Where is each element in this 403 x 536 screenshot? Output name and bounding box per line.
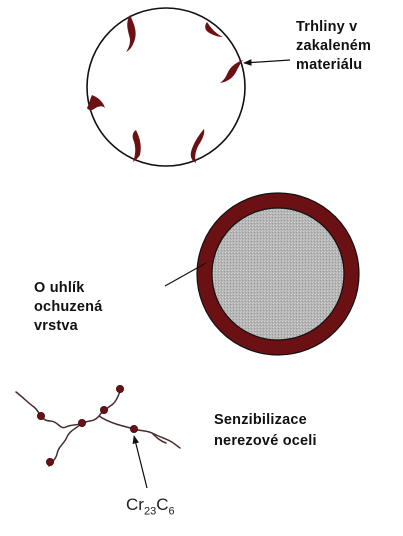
cracked-material-figure	[87, 8, 290, 166]
carbide-pointer-arrow	[134, 436, 147, 488]
decarburized-layer-label: O uhlík ochuzená vrstva	[34, 279, 102, 336]
carbide-particle	[37, 412, 44, 419]
decarburized-layer-figure	[165, 193, 359, 355]
decarburized-label-line-2: ochuzená	[34, 298, 102, 317]
sensitization-figure	[16, 389, 180, 466]
cracks-label-line-1: Trhliny v	[296, 18, 371, 37]
cracks-pointer-arrow	[244, 60, 290, 63]
cracks-label: Trhliny v zakaleném materiálu	[296, 18, 371, 75]
carbide-particle	[116, 385, 123, 392]
grain-boundary-right	[99, 416, 180, 448]
formula-subscript-23: 23	[144, 505, 156, 517]
sensitization-label-line-2: nerezové oceli	[214, 431, 317, 452]
cracks-label-line-2: zakaleném	[296, 37, 371, 56]
carbide-formula-label: Cr23C6	[126, 495, 175, 517]
formula-element-c: C	[156, 495, 168, 514]
sensitization-label: Senzibilizace nerezové oceli	[214, 410, 317, 452]
carbide-particle	[130, 425, 137, 432]
cracks-label-line-3: materiálu	[296, 56, 371, 75]
carbide-particle	[78, 419, 85, 426]
decarburized-label-line-3: vrstva	[34, 317, 102, 336]
sensitization-label-line-1: Senzibilizace	[214, 410, 317, 431]
decarburized-label-line-1: O uhlík	[34, 279, 102, 298]
grain-boundary-lower-left	[49, 423, 82, 466]
formula-element-cr: Cr	[126, 495, 144, 514]
carbide-particle	[46, 458, 53, 465]
base-material-core	[212, 208, 344, 340]
formula-subscript-6: 6	[168, 505, 174, 517]
carbide-particle	[100, 406, 107, 413]
material-cross-section-circle	[87, 8, 245, 166]
